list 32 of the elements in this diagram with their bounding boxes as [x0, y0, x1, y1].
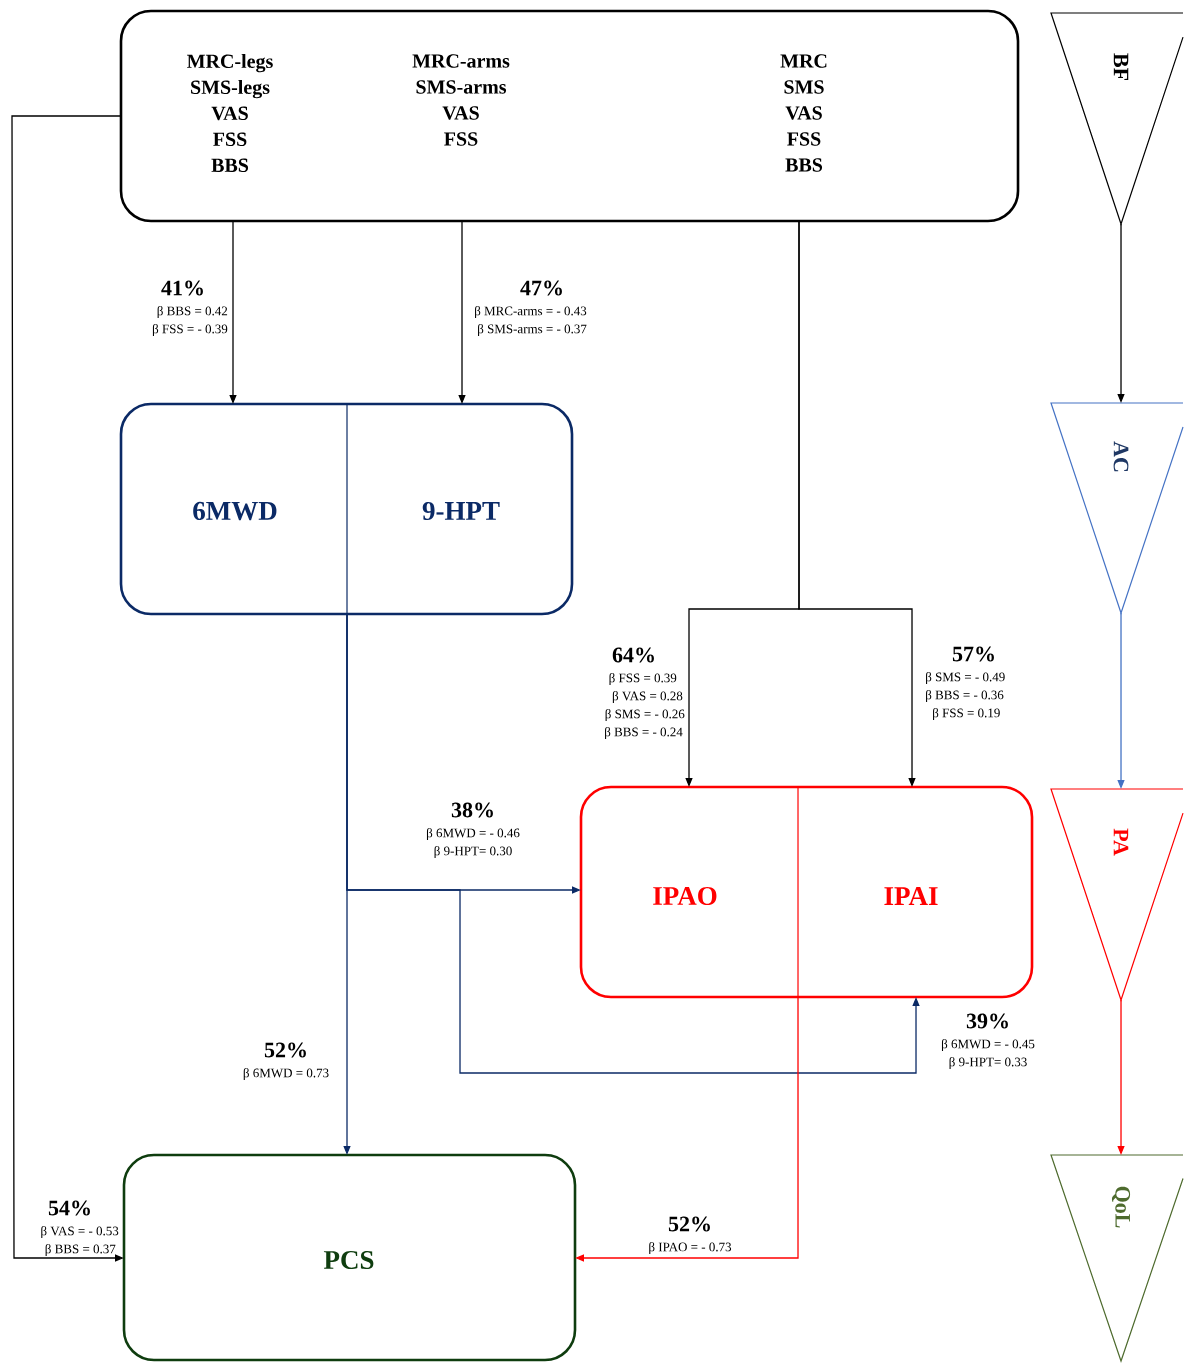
coefficient-label: β FSS = 0.39 [609, 673, 677, 685]
percent-label: 52% [263, 1041, 309, 1059]
coefficient-label: β SMS = - 0.26 [605, 709, 685, 721]
coefficient-label: β 6MWD = 0.73 [243, 1068, 329, 1080]
percent-label: 64% [611, 646, 657, 664]
coefficient-label: β BBS = 0.42 [157, 306, 228, 318]
coefficient-label: β VAS = 0.28 [612, 691, 683, 703]
arrow [346, 613, 920, 1074]
coefficient-label: β FSS = - 0.39 [152, 324, 228, 336]
percent-label: 39% [965, 1012, 1011, 1030]
coefficient-label: β 9-HPT= 0.30 [434, 846, 512, 858]
coefficient-label: β IPAO = - 0.73 [649, 1242, 732, 1254]
percent-label: 52% [667, 1215, 713, 1233]
coefficient-label: β BBS = - 0.24 [605, 727, 683, 739]
percent-label: 41% [160, 279, 206, 297]
percent-label: 57% [951, 645, 997, 663]
activity-box: IPAO IPAI [579, 785, 1034, 999]
coefficient-label: β FSS = 0.19 [933, 708, 1000, 720]
percent-label: 47% [519, 279, 565, 297]
coefficient-label: β SMS = - 0.49 [926, 672, 1005, 684]
measure-box: 6MWD 9-HPT [119, 402, 574, 616]
coefficient-label: β 6MWD = - 0.46 [426, 828, 520, 840]
variable-box: MRC-legs SMS-legs VAS FSS BBS MRC-arms SMS-arms VAS FSS MRC SMS VAS FSS BBS [119, 9, 1020, 223]
coefficient-label: β 9-HPT= 0.33 [949, 1057, 1027, 1069]
coefficient-label: β SMS-arms = - 0.37 [478, 324, 587, 336]
coefficient-label: β 6MWD = - 0.45 [941, 1039, 1035, 1051]
coefficient-label: β BBS = 0.37 [45, 1244, 116, 1256]
coefficient-label: β BBS = - 0.36 [926, 690, 1004, 702]
percent-label: 38% [450, 801, 496, 819]
outcome-box: PCS [122, 1153, 577, 1362]
coefficient-label: β MRC-arms = - 0.43 [475, 306, 587, 318]
percent-label: 54% [47, 1199, 93, 1217]
